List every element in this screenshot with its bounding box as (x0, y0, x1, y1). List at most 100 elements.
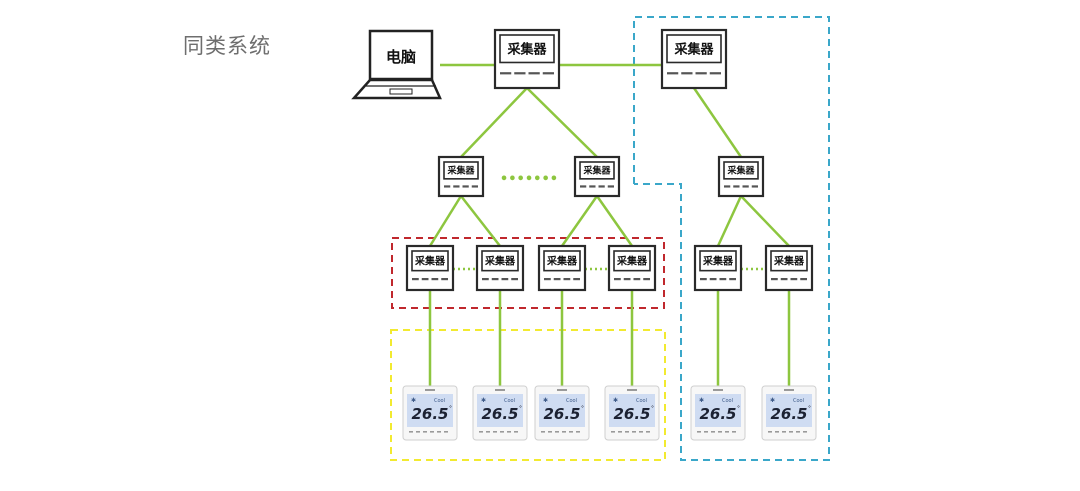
thermostat-button (423, 431, 427, 433)
collector-button (598, 185, 605, 188)
thermostat-button (555, 431, 559, 433)
collector-label: 采集器 (673, 41, 714, 57)
mode-label: Cool (793, 398, 804, 404)
collector-button (471, 185, 478, 188)
collector-button (681, 72, 693, 75)
collector-label: 采集器 (582, 165, 611, 177)
computer-screen (368, 29, 434, 81)
thermostat-button (618, 431, 622, 433)
temperature-unit: ° (737, 405, 740, 412)
thermostat-button (789, 431, 793, 433)
diagram-title: 同类系统 (183, 34, 271, 58)
thermostat-sensor (495, 389, 505, 391)
thermostat-button (569, 431, 573, 433)
connection-lines (428, 63, 791, 386)
collector-button (724, 185, 731, 188)
collector-button (790, 277, 798, 281)
thermostat-button (803, 431, 807, 433)
thermostat-button (479, 431, 483, 433)
collector-button (633, 277, 641, 281)
computer-label: 电脑 (386, 48, 416, 66)
thermostat-button (430, 431, 434, 433)
collector-button (444, 185, 451, 188)
thermostat-button (486, 431, 490, 433)
thermostat-button (775, 431, 779, 433)
collector-button (695, 72, 707, 75)
collector-button (441, 277, 448, 281)
collector-screen (543, 250, 581, 272)
collector-button (514, 72, 526, 75)
thermostat-button (639, 431, 643, 433)
collector-label: 采集器 (726, 165, 755, 177)
connection-line (716, 195, 743, 247)
connection-line (740, 195, 790, 247)
collector-label: 采集器 (546, 254, 578, 267)
computer-icon: 电脑 (351, 29, 442, 100)
collector-screen (579, 161, 615, 180)
collector-button (501, 277, 509, 281)
thermostat-button (514, 431, 518, 433)
nodes: •••••••电脑采集器采集器采集器采集器采集器采集器采集器采集器采集器采集器采… (351, 28, 817, 441)
collector-screen (666, 34, 722, 64)
collector-button (733, 185, 740, 188)
collector-button (700, 277, 707, 281)
collector-node: 采集器 (493, 28, 561, 90)
collector-button (751, 185, 758, 188)
temperature-value: 26.5 (543, 405, 580, 423)
collector-button (771, 277, 778, 281)
collector-button (453, 185, 460, 188)
thermostat-button (718, 431, 722, 433)
collector-button (742, 185, 749, 188)
collector-label: 采集器 (506, 41, 547, 57)
thermostat-button (493, 431, 497, 433)
thermostat-button (625, 431, 629, 433)
collector-node: 采集器 (693, 244, 743, 292)
thermostat-screen (695, 394, 741, 427)
mode-label: Cool (504, 398, 515, 404)
group-box-blue (633, 16, 830, 461)
collector-button (431, 277, 439, 281)
thermostat-sensor (557, 389, 567, 391)
collector-button (482, 277, 489, 281)
thermostat-button (646, 431, 650, 433)
collector-screen (411, 250, 449, 272)
connection-line (460, 195, 501, 247)
collector-label: 采集器 (446, 165, 475, 177)
collector-screen (770, 250, 808, 272)
collector-button (573, 277, 580, 281)
thermostat-button (500, 431, 504, 433)
mode-label: Cool (722, 398, 733, 404)
collector-node: 采集器 (764, 244, 814, 292)
collector-button (421, 277, 429, 281)
mode-label: Cool (636, 398, 647, 404)
group-box-yellow (390, 329, 666, 461)
collector-button (542, 72, 554, 75)
collector-screen (481, 250, 519, 272)
thermostat-button (611, 431, 615, 433)
collector-button (709, 277, 717, 281)
collector-button (544, 277, 551, 281)
trackpad (389, 88, 413, 95)
collector-button (491, 277, 499, 281)
thermostat-button (782, 431, 786, 433)
thermostat-button (632, 431, 636, 433)
collector-node: 采集器 (660, 28, 728, 90)
collector-button (667, 72, 679, 75)
temperature-unit: ° (581, 405, 584, 412)
collector-button (511, 277, 518, 281)
collector-label: 采集器 (616, 254, 648, 267)
thermostat-button (725, 431, 729, 433)
collector-node: 采集器 (573, 155, 621, 198)
collector-button (643, 277, 650, 281)
connection-line (460, 87, 528, 158)
collector-button (563, 277, 571, 281)
connection-line (595, 195, 634, 247)
fan-icon: ✱ (770, 397, 775, 404)
fan-icon: ✱ (699, 397, 704, 404)
collector-node: 采集器 (475, 244, 525, 292)
